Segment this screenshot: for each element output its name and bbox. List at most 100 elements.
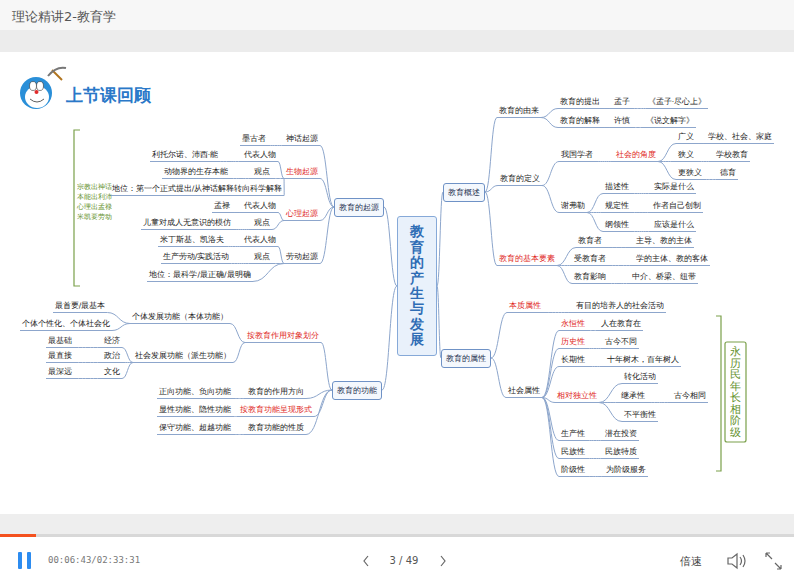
branch-label: 保守功能、超越功能: [157, 423, 233, 435]
topic-box: 教育的属性: [441, 349, 491, 368]
branch-label: 主导、教的主体: [634, 236, 694, 248]
branch-connector: [272, 178, 284, 179]
branch-label: 谢弗勒: [559, 201, 587, 213]
branch-label: 实际是什么: [652, 182, 696, 194]
branch-connector: [284, 179, 285, 196]
branch-label: 作者自己创制: [651, 201, 703, 213]
node-text: 教育的起源: [339, 202, 379, 213]
node-text: 按教育功能呈现形式: [240, 405, 312, 415]
node-text: 教育概述: [448, 187, 480, 198]
branch-connector: [320, 179, 334, 208]
node-text: 教育的产生与发展: [410, 224, 424, 347]
branch-connector: [542, 398, 559, 459]
branch-connector: [696, 143, 706, 144]
branch-label: 为阶级服务: [604, 465, 648, 477]
branch-connector: [320, 207, 334, 264]
branch-connector: [253, 264, 284, 282]
branch-label: 规定性: [603, 201, 631, 213]
node-text: 实际是什么: [654, 182, 694, 192]
branch-label: 不平衡性: [622, 410, 658, 422]
branch-label: 《说文解字》: [644, 116, 696, 128]
node-text: 德育: [720, 168, 736, 178]
next-arrow: [441, 556, 445, 566]
node-text: 主导、教的主体: [636, 236, 692, 246]
slide: [0, 52, 794, 514]
node-text: 心理起源: [286, 209, 318, 219]
branch-label: 学校、社会、家庭: [706, 132, 774, 144]
node-text: 按教育作用对象划分: [247, 331, 319, 341]
branch-label: 教育的定义: [498, 174, 542, 186]
branch-connector: [74, 347, 102, 348]
central-topic: 教育的产生与发展: [397, 216, 437, 355]
bottom-gap: [0, 514, 794, 534]
topic-box: 教育的起源: [334, 198, 384, 217]
top-gap: [0, 30, 794, 52]
branch-connector: [599, 403, 622, 422]
branch-label: 观点: [252, 167, 272, 179]
node-text: 孟子: [614, 97, 630, 107]
node-text: 观点: [254, 167, 270, 177]
branch-label: 经济: [102, 336, 122, 348]
branch-label: 长期性: [559, 355, 587, 367]
branch-connector: [233, 229, 252, 230]
branch-label: 生产劳动/实践活动: [161, 252, 232, 264]
branch-connector: [632, 127, 644, 128]
node-text: 教育的功能: [337, 385, 377, 396]
node-text: 《说文解字》: [646, 116, 694, 126]
node-text: 文化: [104, 367, 120, 377]
node-text: 代表人物: [244, 235, 276, 245]
branch-connector: [542, 367, 559, 398]
branch-label: 利托尔诺、沛西·能: [150, 150, 220, 162]
node-text: 学校、社会、家庭: [708, 132, 772, 142]
mnemonic-note: 宗教出神话: [77, 183, 112, 192]
branch-label: 代表人物: [242, 201, 278, 213]
branch-connector: [437, 286, 441, 358]
key-branch-label: 社会的角度: [614, 150, 658, 162]
branch-label: 教育功能的性质: [246, 423, 306, 435]
branch-connector: [602, 108, 612, 109]
fullscreen-icon: [766, 553, 781, 569]
time-code: 00:06:43/02:33:31: [48, 555, 140, 565]
page-title: 理论精讲2-教育学: [12, 8, 116, 26]
branch-label: 生产性: [559, 429, 587, 441]
node-text: 神话起源: [286, 134, 318, 144]
node-text: 个体发展功能（本体功能）: [132, 312, 228, 322]
branch-connector: [272, 221, 284, 230]
branch-connector: [604, 247, 634, 248]
branch-label: 教育的提出: [558, 97, 602, 109]
node-text: 孟禄: [214, 201, 230, 211]
branch-label: 地位：第一个正式提出/从神话解释转向科学解释: [110, 184, 285, 196]
branch-connector: [384, 207, 397, 286]
branch-connector: [231, 263, 252, 264]
node-text: 永恒性: [561, 319, 585, 329]
branch-label: 最深远: [46, 367, 74, 379]
node-text: 儿童对成人无意识的模仿: [143, 218, 231, 228]
branch-label: 中介、桥梁、纽带: [630, 272, 698, 284]
branch-label: 德育: [718, 168, 738, 180]
branch-connector: [230, 324, 245, 343]
branch-label: 描述性: [603, 182, 631, 194]
node-text: 应该是什么: [654, 220, 694, 230]
speed-button: 倍速: [680, 554, 702, 569]
branch-connector: [608, 283, 630, 284]
branch-label: 最基础: [46, 336, 74, 348]
node-text: 潜在投资: [605, 429, 637, 439]
branch-connector: [696, 161, 714, 162]
branch-label: 最首要/最基本: [53, 301, 108, 313]
node-text: 个体个性化、个体社会化: [22, 319, 110, 329]
branch-connector: [74, 362, 102, 363]
branch-label: 儿童对成人无意识的模仿: [141, 218, 233, 230]
branch-connector: [542, 162, 559, 186]
branch-label: 继承性: [619, 391, 647, 403]
branch-label: 地位：最科学/最正确/最明确: [147, 270, 252, 282]
branch-connector: [382, 286, 397, 390]
branch-connector: [233, 398, 246, 399]
node-text: 动物界的生存本能: [164, 167, 228, 177]
branch-label: 有目的培养人的社会活动: [574, 301, 666, 313]
branch-label: 学的主体、教的客体: [634, 254, 710, 266]
node-text: 生产性: [561, 429, 585, 439]
node-text: 教育的作用方向: [248, 387, 304, 397]
branch-label: 潜在投资: [603, 429, 639, 441]
branch-label: 最直接: [46, 351, 74, 363]
node-text: 地位：最科学/最正确/最明确: [149, 270, 250, 280]
